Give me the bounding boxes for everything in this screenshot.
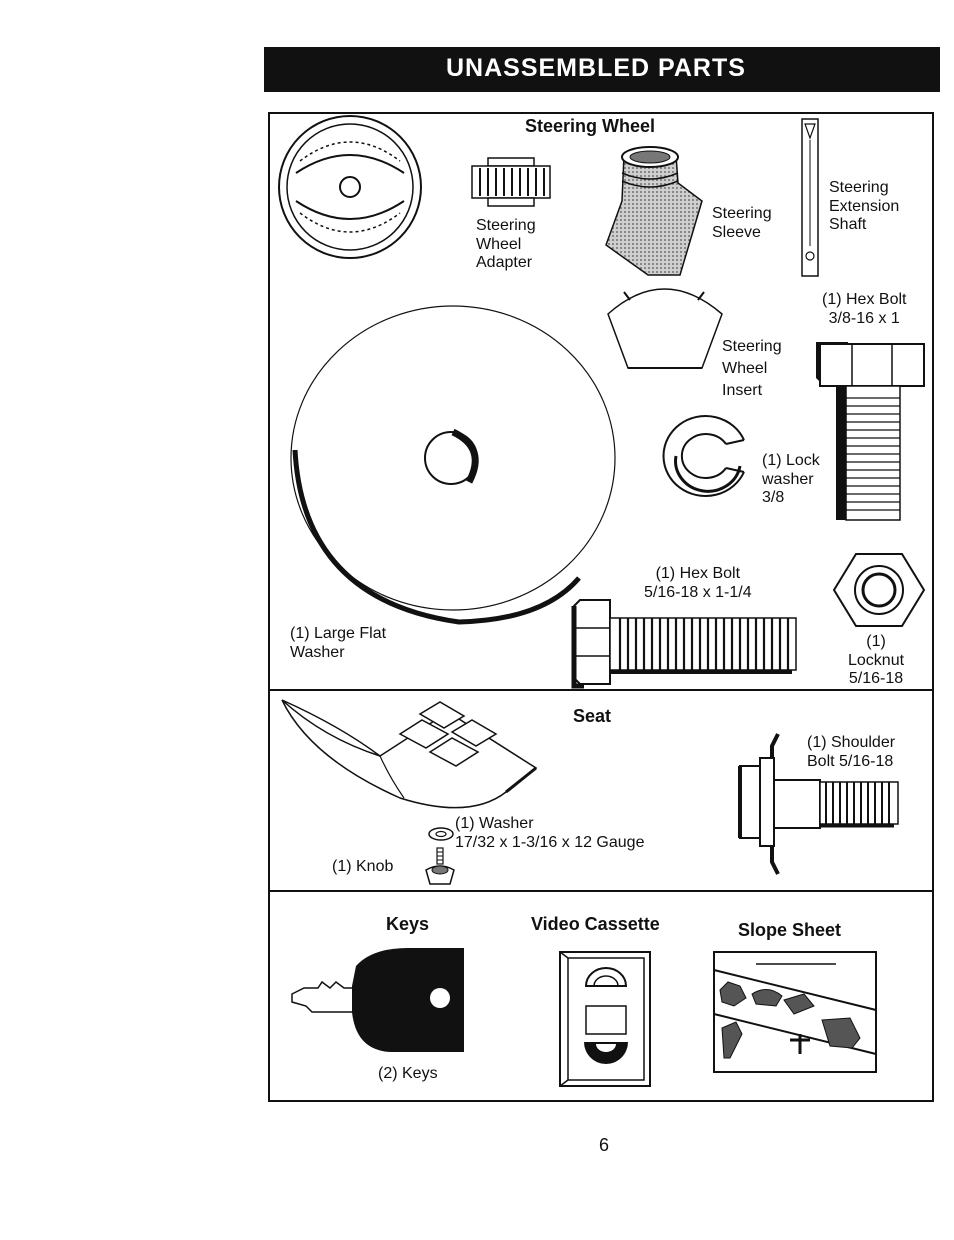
page-title: UNASSEMBLED PARTS xyxy=(446,54,746,82)
steering-sleeve-label: Steering Sleeve xyxy=(712,205,772,241)
slope-sheet-heading: Slope Sheet xyxy=(738,920,842,940)
steering-wheel-insert-label: Steering Wheel Insert xyxy=(722,338,782,399)
knob-illustration xyxy=(425,847,455,885)
shoulder-bolt-illustration xyxy=(738,733,899,875)
page-number: 6 xyxy=(599,1135,610,1155)
keys-heading: Keys xyxy=(386,914,430,934)
hex-bolt-large-illustration xyxy=(816,342,925,521)
key-illustration xyxy=(291,948,464,1052)
hex-bolt-large-label: (1) Hex Bolt 3/8-16 x 1 xyxy=(822,291,907,327)
steering-extension-shaft-label: Steering Extension Shaft xyxy=(829,179,900,233)
lock-washer-label: (1) Lock washer 3/8 xyxy=(762,452,820,506)
seat-illustration xyxy=(281,699,538,809)
keys-label: (2) Keys xyxy=(378,1065,438,1082)
parts-frame xyxy=(268,112,934,1102)
seat-washer-illustration xyxy=(428,827,454,841)
seat-washer-label: (1) Washer 17/32 x 1-3/16 x 12 Gauge xyxy=(455,815,645,851)
section-divider-extras xyxy=(268,890,934,892)
section-divider-seat xyxy=(268,689,934,691)
steering-sleeve-illustration xyxy=(605,146,703,276)
steering-wheel-adapter-label: Steering Wheel Adapter xyxy=(476,217,536,271)
slope-sheet-illustration xyxy=(713,951,877,1073)
seat-heading: Seat xyxy=(573,706,612,726)
steering-wheel-heading: Steering Wheel xyxy=(525,116,656,136)
title-banner xyxy=(264,47,940,92)
locknut-label: (1) Locknut 5/16-18 xyxy=(848,633,905,687)
steering-wheel-adapter-illustration xyxy=(471,157,551,207)
video-cassette-illustration xyxy=(559,951,651,1087)
steering-wheel-illustration xyxy=(278,115,422,259)
steering-wheel-insert-illustration xyxy=(607,288,723,369)
knob-label: (1) Knob xyxy=(332,858,394,875)
steering-extension-shaft-illustration xyxy=(801,118,819,277)
shoulder-bolt-label: (1) Shoulder Bolt 5/16-18 xyxy=(807,734,896,770)
lock-washer-illustration xyxy=(662,415,745,497)
locknut-illustration xyxy=(832,553,926,627)
hex-bolt-small-illustration xyxy=(571,599,797,689)
large-flat-washer-illustration xyxy=(290,305,616,625)
hex-bolt-small-label: (1) Hex Bolt 5/16-18 x 1-1/4 xyxy=(644,565,752,601)
large-flat-washer-label: (1) Large Flat Washer xyxy=(290,625,387,661)
video-cassette-heading: Video Cassette xyxy=(531,914,660,934)
